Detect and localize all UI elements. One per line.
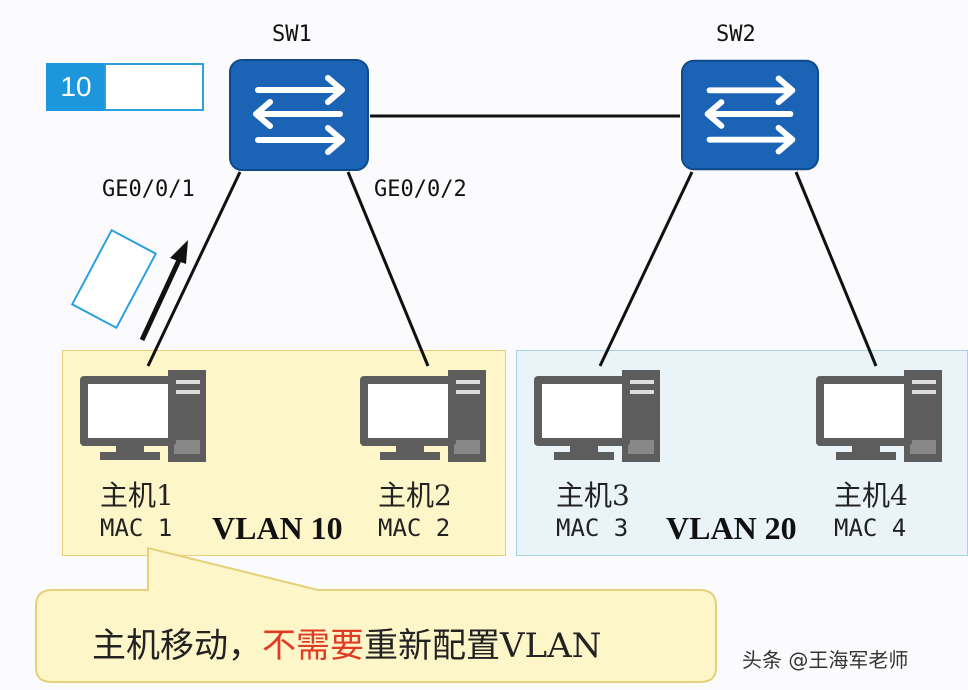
computer-icon bbox=[816, 370, 942, 462]
host4-name: 主机4 bbox=[834, 479, 908, 512]
vlan10-label: VLAN 10 bbox=[212, 510, 343, 546]
computer-icon bbox=[80, 370, 206, 462]
port-label-ge002: GE0/0/2 bbox=[374, 177, 467, 202]
host3-mac: MAC 3 bbox=[556, 514, 629, 542]
arrow-up-head bbox=[170, 240, 188, 264]
link-sw1-host2 bbox=[346, 171, 430, 367]
host2-name: 主机2 bbox=[378, 479, 452, 512]
link-sw2-host3 bbox=[598, 171, 694, 367]
computer-icon bbox=[534, 370, 660, 462]
arrow-up bbox=[139, 256, 183, 342]
sw1-label: SW1 bbox=[272, 22, 312, 47]
switch-icon bbox=[680, 59, 820, 171]
sw2-label: SW2 bbox=[716, 22, 756, 47]
link-sw2-host4 bbox=[794, 171, 878, 367]
computer-icon bbox=[360, 370, 486, 462]
vlan-tag-frame bbox=[104, 63, 204, 111]
host4-mac: MAC 4 bbox=[834, 514, 907, 542]
switch-icon bbox=[229, 59, 369, 171]
vlan20-label: VLAN 20 bbox=[666, 510, 797, 546]
callout-part1: 主机移动， bbox=[92, 626, 262, 666]
callout-text: 主机移动，不需要重新配置VLAN bbox=[92, 618, 601, 667]
host1-mac: MAC 1 bbox=[100, 514, 173, 542]
vlan-tag-value: 10 bbox=[46, 63, 106, 111]
host2-mac: MAC 2 bbox=[378, 514, 451, 542]
watermark: 头条 @王海军老师 bbox=[742, 648, 909, 672]
host1-name: 主机1 bbox=[100, 479, 174, 512]
callout-highlight: 不需要 bbox=[262, 626, 364, 666]
callout-part3: 重新配置VLAN bbox=[364, 626, 602, 666]
link-sw1-host1 bbox=[146, 171, 242, 367]
host3-name: 主机3 bbox=[556, 479, 630, 512]
port-label-ge001: GE0/0/1 bbox=[102, 177, 195, 202]
